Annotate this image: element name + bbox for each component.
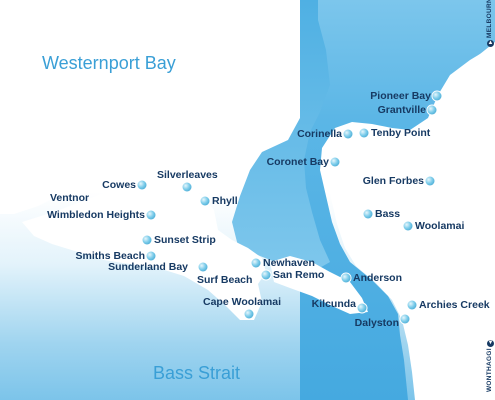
location-dot-icon [330, 157, 340, 167]
location-dot-icon [261, 270, 271, 280]
location-dot-icon [137, 180, 147, 190]
place-label: Coronet Bay [266, 156, 329, 168]
place-label: Corinella [297, 128, 342, 140]
place-label: Woolamai [415, 220, 465, 232]
place-label: Tenby Point [371, 127, 431, 139]
location-dot-icon [198, 262, 208, 272]
road-sign-south: WONTHAGGI [486, 348, 493, 392]
location-dot-icon [343, 129, 353, 139]
phillip-island [22, 180, 266, 320]
location-dot-icon [146, 210, 156, 220]
place-label: Smiths Beach [75, 250, 145, 262]
place-label: Archies Creek [419, 299, 490, 311]
westernport-bay-label: Westernport Bay [42, 53, 176, 73]
place-label: Anderson [353, 272, 403, 284]
location-dot-icon [142, 235, 152, 245]
location-dot-icon [359, 128, 369, 138]
place-label: Grantville [377, 104, 426, 116]
location-dot-icon [407, 300, 417, 310]
place-label: Surf Beach [197, 274, 253, 286]
place-label: Bass [375, 208, 401, 220]
location-dot-icon [200, 196, 210, 206]
inner-bay [232, 0, 330, 270]
place-label: Sunderland Bay [108, 261, 188, 273]
arrow-icon: ▲ [487, 40, 494, 47]
place-label: Rhyll [212, 195, 238, 207]
arrow-icon: ▼ [487, 340, 494, 347]
road-sign-north: MELBOURNE [486, 0, 493, 38]
french-island [0, 0, 300, 214]
location-dot-icon [425, 176, 435, 186]
place-label: Silverleaves [157, 169, 218, 181]
location-dot-icon [146, 251, 156, 261]
place-label: Cowes [102, 179, 136, 191]
location-dot-icon [427, 105, 437, 115]
place-label: Newhaven [263, 257, 315, 269]
place-label: Pioneer Bay [370, 90, 431, 102]
location-dot-icon [400, 314, 410, 324]
place-label: Dalyston [354, 317, 399, 329]
location-dot-icon [357, 303, 367, 313]
location-dot-icon [244, 309, 254, 319]
location-dot-icon [432, 91, 442, 101]
location-dot-icon [341, 273, 351, 283]
location-dot-icon [363, 209, 373, 219]
location-dot-icon [182, 182, 192, 192]
place-label: Sunset Strip [154, 234, 216, 246]
place-label: Glen Forbes [362, 175, 424, 187]
place-label: Cape Woolamai [203, 296, 281, 308]
bass-strait-label: Bass Strait [153, 363, 241, 383]
location-dot-icon [403, 221, 413, 231]
san-remo-shore [270, 256, 368, 314]
place-label: San Remo [273, 269, 325, 281]
place-label: Kilcunda [311, 298, 356, 310]
place-label: Wimbledon Heights [47, 209, 145, 221]
location-dot-icon [251, 258, 261, 268]
place-label: Ventnor [50, 192, 90, 204]
